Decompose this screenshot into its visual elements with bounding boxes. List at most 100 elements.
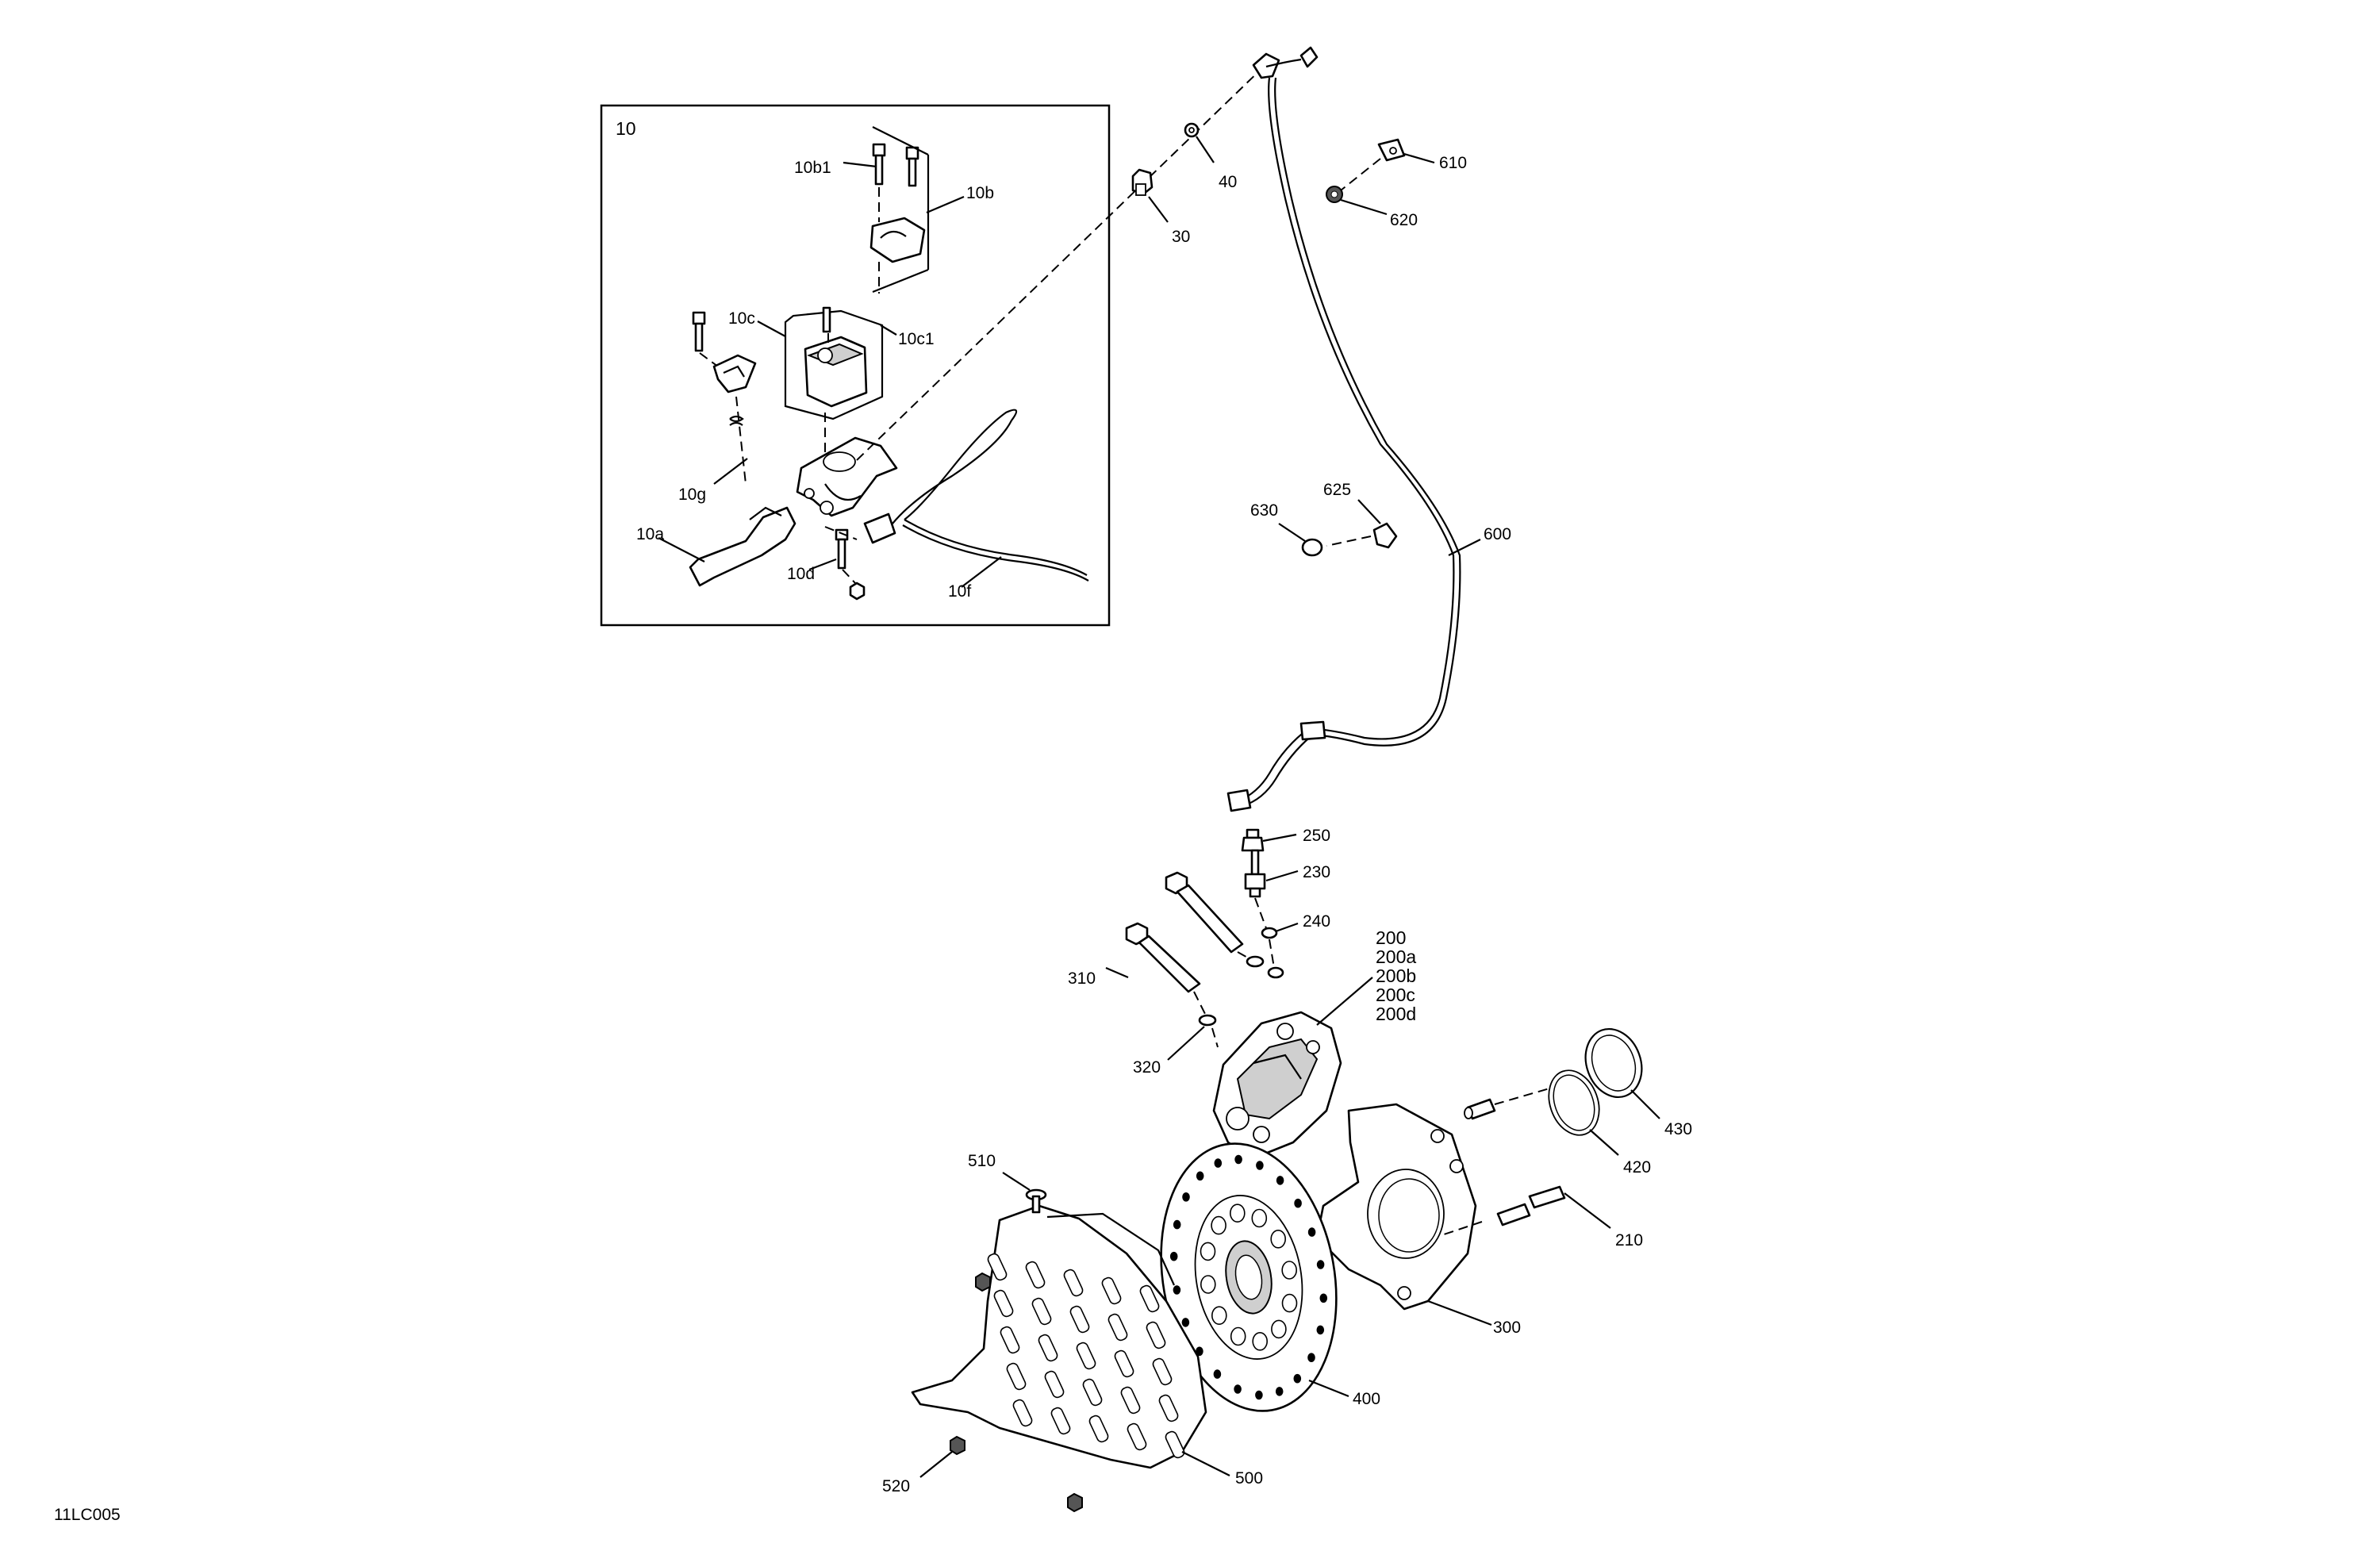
part-10b-clamp — [869, 126, 965, 294]
part-610-clip — [1340, 138, 1435, 191]
callout-10c1: 10c1 — [898, 330, 935, 348]
disc-hole — [1255, 1390, 1263, 1400]
callout-510: 510 — [968, 1152, 996, 1170]
disc-hole — [1230, 1203, 1246, 1223]
inset-frame — [600, 104, 1111, 627]
callout-420: 420 — [1623, 1158, 1651, 1177]
guard-slot — [1076, 1342, 1096, 1370]
disc-hole — [1270, 1230, 1286, 1249]
guard-slot — [1152, 1357, 1173, 1386]
part-230-bleeder — [1244, 849, 1299, 929]
disc-hole — [1293, 1373, 1302, 1384]
part-400-disc — [1160, 1142, 1349, 1412]
callout-210: 210 — [1615, 1231, 1643, 1250]
guard-slot — [993, 1289, 1014, 1318]
disc-hole — [1234, 1384, 1242, 1394]
guard-slot — [1031, 1297, 1052, 1326]
guard-slot — [1101, 1276, 1122, 1305]
part-320-leader — [1167, 1026, 1219, 1061]
callout-200d: 200d — [1376, 1004, 1416, 1024]
part-30-banjo-bolt — [1131, 168, 1169, 223]
part-10a-lever — [658, 506, 797, 587]
guard-slot — [1120, 1386, 1141, 1415]
guard-slot — [1158, 1394, 1179, 1422]
disc-hole — [1271, 1319, 1287, 1339]
part-630-washer — [1278, 523, 1323, 557]
callout-30: 30 — [1172, 228, 1190, 246]
guard-slot — [1082, 1378, 1103, 1407]
disc-hole — [1182, 1192, 1190, 1202]
part-10c-reservoir — [757, 306, 897, 456]
callout-10c: 10c — [728, 309, 755, 328]
part-600-brake-hose — [1226, 46, 1481, 812]
disc-hole — [1316, 1325, 1325, 1335]
callout-240: 240 — [1303, 912, 1330, 931]
disc-hole — [1294, 1198, 1302, 1208]
disc-hole — [1169, 1251, 1178, 1261]
guard-slot — [1069, 1305, 1090, 1334]
callout-500: 500 — [1235, 1469, 1263, 1488]
callout-620: 620 — [1390, 211, 1418, 229]
callout-200: 200 — [1376, 927, 1406, 948]
callout-10b: 10b — [966, 184, 994, 202]
disc-hole — [1316, 1260, 1325, 1269]
callout-200a: 200a — [1376, 946, 1416, 967]
disc-hole — [1200, 1275, 1216, 1294]
disc-hole — [1173, 1285, 1181, 1295]
callout-200b: 200b — [1376, 965, 1416, 986]
guard-slots — [987, 1253, 1185, 1459]
part-10b1-screws — [843, 143, 919, 222]
guard-slot — [1025, 1261, 1046, 1289]
callout-600: 600 — [1484, 525, 1511, 543]
guard-slot — [1088, 1415, 1109, 1443]
disc-hole — [1230, 1326, 1246, 1346]
disc-hole — [1281, 1293, 1298, 1313]
disc-hole — [1214, 1158, 1223, 1168]
disc-hole — [1319, 1293, 1328, 1303]
disc-hole — [1211, 1215, 1226, 1235]
part-620-nut — [1326, 186, 1388, 216]
callout-300: 300 — [1493, 1319, 1521, 1337]
hose-routing-line — [856, 64, 1266, 461]
guard-slot — [1038, 1334, 1058, 1362]
callout-400: 400 — [1353, 1390, 1380, 1408]
part-500-guard — [911, 1204, 1230, 1476]
inset-master-cylinder: 10 — [600, 104, 1111, 627]
callout-10f: 10f — [948, 582, 971, 601]
guard-slot — [1127, 1422, 1147, 1451]
part-420-ring — [1548, 1069, 1619, 1156]
guard-slot — [1063, 1269, 1084, 1297]
disc-hole — [1173, 1219, 1181, 1230]
callout-320: 320 — [1133, 1058, 1161, 1077]
part-10f-cable — [863, 409, 1089, 588]
disc-hole — [1252, 1332, 1268, 1351]
part-300-bracket — [1315, 1103, 1492, 1326]
disc-hole — [1275, 1387, 1284, 1396]
part-200-caliper — [1212, 977, 1373, 1160]
part-250-cap — [1241, 828, 1297, 852]
callout-625: 625 — [1323, 481, 1351, 499]
callout-10d: 10d — [787, 565, 815, 583]
callout-310: 310 — [1068, 969, 1096, 988]
guard-slot — [1107, 1313, 1128, 1342]
guard-slot — [1146, 1321, 1166, 1349]
callout-610: 610 — [1439, 154, 1467, 172]
callout-250: 250 — [1303, 827, 1330, 845]
guard-slot — [1050, 1407, 1071, 1435]
guard-slot — [1012, 1399, 1033, 1427]
diagram-id: 11LC005 — [54, 1506, 121, 1524]
callout-10g: 10g — [678, 486, 706, 504]
disc-hole — [1211, 1306, 1227, 1325]
part-40-washer — [1184, 122, 1215, 163]
part-master-cylinder-body — [796, 436, 898, 517]
guard-slot — [1165, 1430, 1185, 1459]
disc-hole — [1276, 1176, 1284, 1185]
inset-callouts: 10b1 10b 10c 10c1 10g 10a 10d 10f — [636, 159, 994, 601]
guard-slot — [1114, 1349, 1134, 1378]
part-520-nuts — [919, 1272, 1083, 1513]
disc-hole — [1196, 1171, 1204, 1181]
part-240-washer — [1261, 922, 1299, 979]
disc-hole — [1200, 1242, 1216, 1261]
